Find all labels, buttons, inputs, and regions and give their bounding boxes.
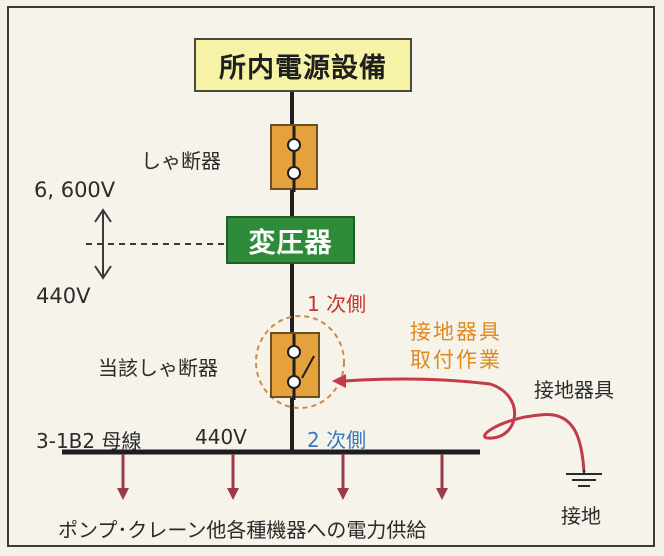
- supply-arrow-head: [227, 488, 239, 500]
- power-source-label: 所内電源設備: [219, 52, 387, 84]
- ground-symbol: [566, 470, 602, 487]
- bus-name-label: 3-1B2 母線: [36, 429, 142, 453]
- supply-arrows: [117, 454, 448, 500]
- supply-arrow-head: [337, 488, 349, 500]
- voltage-double-arrow: [94, 208, 112, 280]
- target-breaker-contacts: [287, 334, 315, 400]
- transformer-box: 変圧器: [226, 216, 355, 264]
- low-voltage-label: 440V: [36, 284, 91, 308]
- ground-label: 接地: [561, 504, 601, 528]
- supply-note: ポンプ･クレーン他各種機器への電力供給: [58, 518, 427, 542]
- transformer-label: 変圧器: [248, 227, 333, 259]
- breaker-upper: [270, 124, 318, 192]
- high-voltage-label: 6, 600V: [34, 178, 116, 202]
- primary-side-label: 1 次側: [307, 292, 367, 316]
- breaker-upper-contacts: [287, 126, 301, 192]
- breaker-label: しゃ断器: [141, 149, 221, 173]
- supply-arrow-head: [117, 488, 129, 500]
- supply-arrow-head: [436, 488, 448, 500]
- grounding-work-label-1: 接地器具: [410, 320, 502, 344]
- grounding-cable-arrowhead: [332, 374, 346, 388]
- grounding-work-label-2: 取付作業: [410, 348, 502, 372]
- diagram-frame: [7, 6, 655, 547]
- target-breaker-label: 当該しゃ断器: [98, 356, 218, 380]
- target-breaker: [270, 332, 320, 400]
- grounding-cable: [343, 377, 586, 473]
- grounding-device-label: 接地器具: [534, 378, 614, 402]
- bus-voltage-label: 440V: [195, 425, 247, 449]
- secondary-side-label: 2 次側: [307, 428, 367, 452]
- target-breaker-highlight: [255, 315, 345, 409]
- power-source-box: 所内電源設備: [194, 38, 412, 92]
